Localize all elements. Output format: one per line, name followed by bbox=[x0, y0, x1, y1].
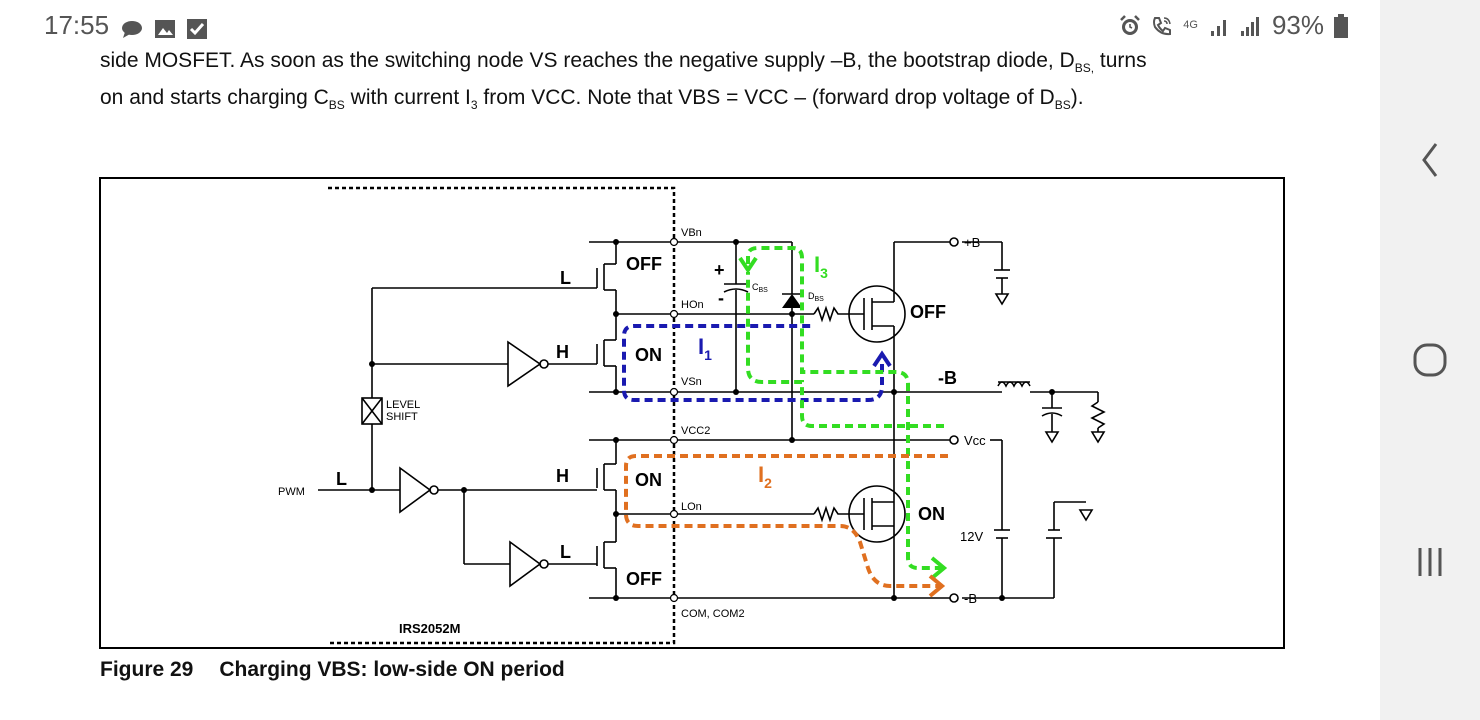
12v-label: 12V bbox=[960, 529, 983, 544]
status-left-icons bbox=[120, 12, 208, 40]
current-path-i3 bbox=[746, 246, 944, 570]
mosfet-low-state: ON bbox=[918, 504, 945, 524]
cbs-minus: - bbox=[718, 288, 724, 308]
back-button[interactable] bbox=[1380, 140, 1480, 180]
cbs-plus: + bbox=[714, 260, 725, 280]
pin-vsn: VSn bbox=[681, 376, 702, 388]
diode-symbol bbox=[782, 294, 802, 308]
state-on-bottom: ON bbox=[635, 470, 662, 490]
home-button[interactable] bbox=[1380, 340, 1480, 380]
gate-h-top: H bbox=[556, 342, 569, 362]
battery-icon bbox=[1334, 13, 1348, 38]
plus-b-label: +B bbox=[964, 235, 980, 250]
gate-l-bottom: L bbox=[560, 542, 571, 562]
figure-caption: Figure 29 Charging VBS: low-side ON perio… bbox=[100, 658, 565, 682]
current-path-i1 bbox=[622, 324, 884, 402]
alarm-icon bbox=[1120, 14, 1141, 35]
state-off-bottom: OFF bbox=[626, 569, 662, 589]
back-icon bbox=[1422, 143, 1438, 177]
state-off-top: OFF bbox=[626, 254, 662, 274]
dbs-label: DBS bbox=[808, 291, 824, 303]
arrow-i3-bottom bbox=[930, 556, 948, 580]
arrow-i2 bbox=[928, 574, 946, 598]
current-label-i1: I1 bbox=[698, 334, 712, 363]
vcc-label: Vcc bbox=[964, 433, 986, 448]
battery-percent: 93% bbox=[1271, 10, 1324, 40]
mosfet-high-state: OFF bbox=[910, 302, 946, 322]
recents-button[interactable] bbox=[1380, 544, 1480, 580]
level-shift-label-2: SHIFT bbox=[386, 411, 418, 423]
signal-icon bbox=[1210, 19, 1226, 36]
minus-b-mid-label: -B bbox=[938, 368, 957, 388]
minus-b-bottom-label: -B bbox=[964, 591, 977, 606]
gate-h-bottom: H bbox=[556, 466, 569, 486]
caption-number: Figure 29 bbox=[100, 658, 194, 681]
arrow-i1 bbox=[872, 350, 892, 368]
caption-text: Charging VBS: low-side ON period bbox=[219, 658, 565, 681]
signal-icon bbox=[1240, 16, 1259, 36]
pwm-label: PWM bbox=[278, 486, 305, 498]
document-paragraph: side MOSFET. As soon as the switching no… bbox=[100, 46, 1300, 120]
level-shift-label-1: LEVEL bbox=[386, 399, 420, 411]
current-label-i3: I3 bbox=[814, 252, 828, 281]
status-bar: 17:55 4G 93% bbox=[0, 0, 1380, 48]
arrow-i3-top bbox=[738, 256, 758, 274]
home-icon bbox=[1413, 343, 1447, 377]
circuit-schematic: VBn HOn VSn VCC2 LOn COM, COM2 PWM LEVEL… bbox=[278, 186, 1106, 645]
paragraph-line-1: side MOSFET. As soon as the switching no… bbox=[100, 49, 1147, 76]
wifi-call-icon bbox=[1153, 16, 1172, 35]
pin-vcc2: VCC2 bbox=[681, 425, 710, 437]
chat-bubble-icon bbox=[122, 21, 142, 38]
gate-l-top: L bbox=[560, 268, 571, 288]
current-path-i2 bbox=[624, 454, 948, 588]
figure-schematic: VBn HOn VSn VCC2 LOn COM, COM2 PWM LEVEL… bbox=[99, 177, 1285, 649]
network-type-4g: 4G bbox=[1183, 19, 1198, 31]
pin-com: COM, COM2 bbox=[681, 608, 745, 620]
current-label-i2: I2 bbox=[758, 462, 772, 491]
navigation-bar bbox=[1380, 0, 1480, 720]
pin-vbn: VBn bbox=[681, 227, 702, 239]
image-icon bbox=[155, 20, 175, 38]
status-right-icons: 4G 93% bbox=[1119, 10, 1348, 41]
cbs-label: CBS bbox=[752, 282, 768, 294]
recents-icon bbox=[1418, 548, 1442, 576]
pin-lon: LOn bbox=[681, 501, 702, 513]
status-time: 17:55 bbox=[44, 10, 110, 40]
paragraph-line-2: on and starts charging CBS with current … bbox=[100, 86, 1084, 113]
pwm-level: L bbox=[336, 469, 347, 489]
chip-boundary bbox=[328, 186, 676, 645]
pin-hon: HOn bbox=[681, 299, 704, 311]
checkbox-icon bbox=[187, 19, 207, 39]
chip-name: IRS2052M bbox=[399, 621, 460, 636]
state-on-top: ON bbox=[635, 345, 662, 365]
